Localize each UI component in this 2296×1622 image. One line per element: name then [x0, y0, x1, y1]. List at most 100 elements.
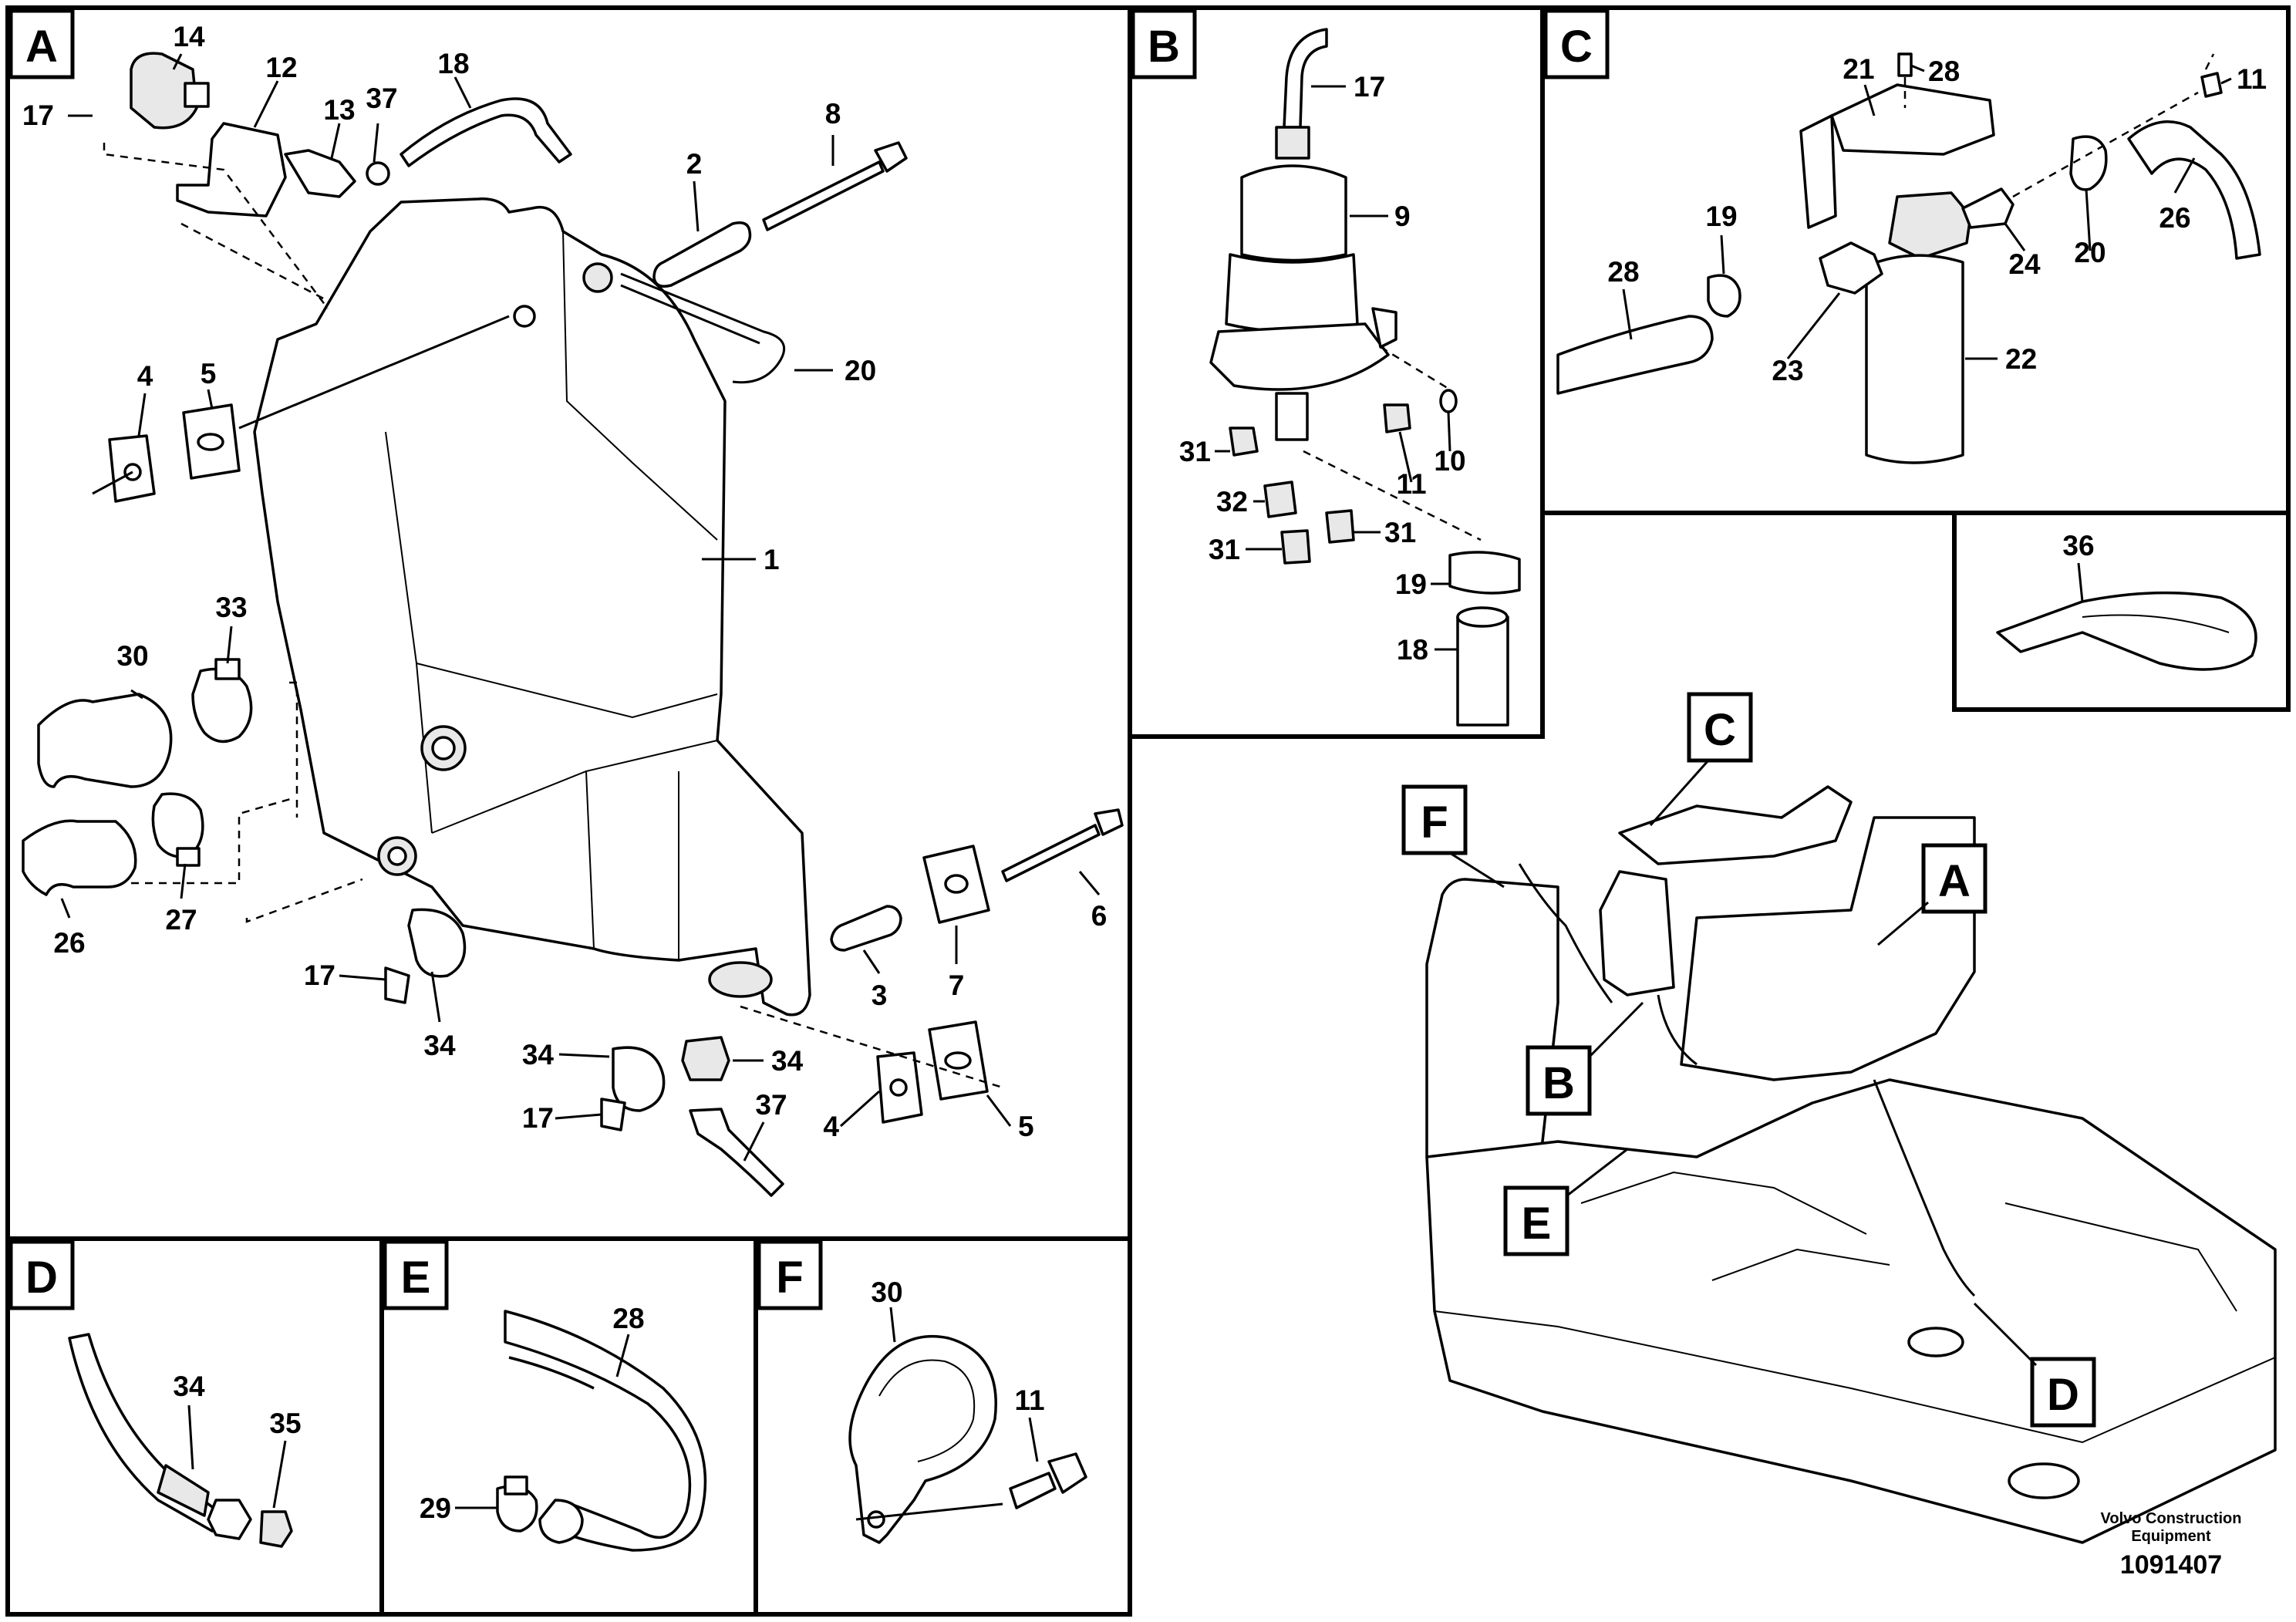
overview-tag-d: D	[1973, 1302, 2096, 1428]
callout-13: 13	[323, 94, 355, 126]
pump-9-upper	[1240, 164, 1347, 262]
panel-e-tag: E	[383, 1239, 449, 1310]
hose-18	[22, 819, 137, 896]
callout-25: 28	[1928, 56, 1960, 87]
overview-tag-b-text: B	[1542, 1058, 1575, 1108]
callout-8: 8	[825, 98, 841, 130]
clamp-20-c	[2069, 135, 2108, 191]
callout-18: 26	[53, 927, 85, 959]
overview-tag-b: B	[1526, 1001, 1644, 1116]
callout-31-b-left: 31	[1179, 436, 1211, 467]
cap-35	[259, 1510, 293, 1548]
sensor-14	[130, 52, 198, 130]
overview-filter	[1599, 870, 1675, 996]
callout-12: 12	[265, 52, 297, 83]
fitting-32	[1263, 481, 1297, 518]
callout-35: 35	[269, 1408, 301, 1439]
callout-24: 24	[2008, 248, 2041, 280]
filter-head	[1888, 191, 1972, 260]
panel-a-drawing: 17 14 12 13 37 18 8 2 20 5 4 1 33 30 26 …	[22, 21, 1124, 1197]
pump-bracket	[1371, 307, 1397, 349]
callout-15: 17	[22, 99, 54, 131]
callout-21: 21	[1843, 53, 1874, 85]
hose-end-d	[157, 1464, 210, 1517]
hose-end-e	[538, 1499, 584, 1544]
overview-tag-d-text: D	[2047, 1370, 2079, 1420]
connector-13	[284, 149, 356, 198]
callout-18-b: 18	[1397, 634, 1428, 666]
callout-19-c: 19	[1705, 201, 1737, 232]
callout-30-lower: 34	[522, 1039, 555, 1071]
clamp-19-c	[1707, 274, 1741, 318]
cable-tie-36	[1996, 591, 2257, 671]
callout-28-c: 28	[1607, 256, 1639, 288]
callout-3: 3	[872, 980, 888, 1011]
callout-26-c: 26	[2159, 202, 2190, 234]
pump-9-base	[1209, 322, 1390, 391]
callout-27: 33	[215, 592, 247, 623]
callout-15-left: 17	[304, 959, 335, 991]
spacer-3	[830, 905, 902, 952]
bolt-15-bottom	[600, 1098, 626, 1131]
callout-11-c: 11	[2237, 63, 2267, 95]
overview-pump-mount	[1618, 785, 1853, 865]
bolt-11-f	[1009, 1472, 1057, 1509]
panel-cable-tie-drawing: 36	[1996, 530, 2257, 671]
brand-line-2: Equipment	[2131, 1528, 2211, 1545]
callout-9: 9	[1394, 201, 1411, 232]
hose-34-d	[68, 1333, 225, 1533]
callout-5-bottom: 5	[1018, 1111, 1034, 1142]
overview-tag-f-text: F	[1421, 798, 1448, 848]
clamp-19-b	[1448, 551, 1521, 595]
hose-18-b	[1456, 615, 1509, 727]
overview-tag-e: E	[1503, 1148, 1628, 1256]
bolt-15-lower-left	[384, 966, 410, 1004]
clamp-30-upper	[407, 908, 467, 978]
bracket-21-side	[1799, 114, 1837, 229]
bolt-11-b	[1383, 403, 1411, 433]
tank-edge-line	[416, 663, 718, 719]
fitting-34-d	[207, 1499, 252, 1540]
overview-tag-f: F	[1401, 784, 1505, 889]
callout-29: 29	[420, 1492, 451, 1524]
callout-4-bottom: 4	[823, 1111, 839, 1142]
callout-17-b: 17	[1354, 71, 1385, 103]
fitting-31-right	[1325, 509, 1355, 544]
fitting-31-lower	[1280, 529, 1311, 565]
callout-26: 30	[116, 640, 148, 672]
panel-f-drawing: 30 11	[848, 1276, 1087, 1544]
panel-f-tag-text: F	[776, 1253, 803, 1303]
callout-19-b: 19	[1395, 568, 1427, 600]
fitting-23	[1819, 241, 1883, 295]
bracket-12	[176, 122, 287, 218]
tank-edge-line	[431, 740, 718, 834]
callout-4: 4	[137, 360, 153, 392]
callout-10: 10	[1434, 445, 1465, 477]
bolt-11-c	[2200, 72, 2223, 98]
tank-foot-port	[708, 961, 773, 998]
washer-10	[1439, 389, 1458, 413]
panel-b-tag-text: B	[1148, 22, 1180, 72]
panel-a-tag: A	[8, 8, 75, 79]
panel-c-frame	[1540, 5, 2291, 515]
panel-e-tag-text: E	[401, 1253, 431, 1303]
callout-34-d: 34	[173, 1371, 205, 1402]
callout-1: 1	[764, 544, 780, 575]
callout-5: 5	[201, 358, 217, 389]
tank-edge-line	[585, 771, 595, 949]
panel-d-tag: D	[8, 1239, 75, 1310]
overview-tag-c-text: C	[1704, 705, 1736, 755]
fitting-33	[681, 1036, 730, 1081]
panel-c-drawing: 21 28 11 19 28 20 24 26 23 22	[1556, 52, 2267, 464]
callout-32: 32	[1216, 486, 1248, 518]
callout-20-c: 20	[2074, 237, 2106, 268]
callout-33: 34	[771, 1045, 804, 1077]
callout-11-b: 11	[1396, 468, 1426, 500]
footer: Volvo Construction Equipment 1091407	[2101, 1510, 2242, 1580]
fuel-tank	[253, 197, 811, 1017]
panel-b-drawing: 17 9 31 32 31 31 11 10 19 18	[1179, 28, 1521, 727]
hose-26	[37, 693, 173, 788]
callout-34: 37	[755, 1089, 787, 1121]
panel-e-drawing: 28 29	[420, 1303, 707, 1552]
